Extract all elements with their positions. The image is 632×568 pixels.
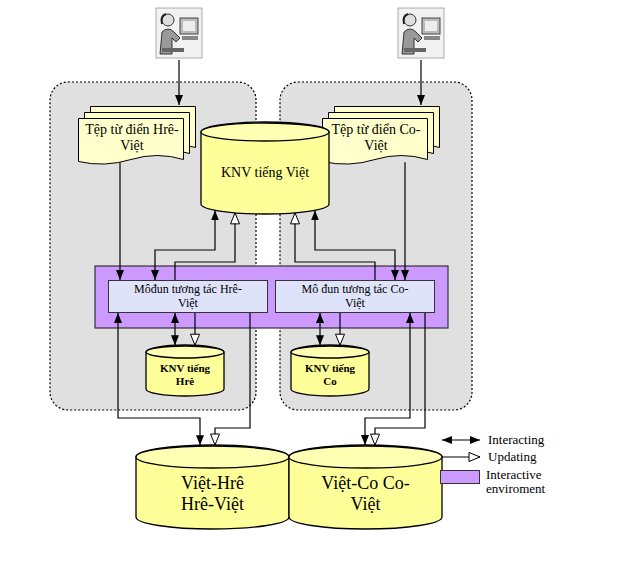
- node-label: KNV tiếng Co: [300, 362, 360, 387]
- legend-sample: [440, 433, 482, 447]
- node-label: Việt-Co Co-Việt: [316, 473, 416, 514]
- legend: InteractingUpdatingInteractive enviromen…: [440, 433, 581, 499]
- legend-sample: [440, 450, 482, 464]
- legend-entry: Interacting: [440, 433, 581, 447]
- user-input-arrow: [420, 60, 421, 105]
- interaction-arrow: [155, 210, 215, 280]
- database-cylinder: Việt-Hrê Hrê-Việt: [135, 445, 290, 530]
- node-label: Môđun tương tác Hrê-Việt: [133, 283, 243, 311]
- database-cylinder: KNV tiếng Co: [290, 345, 370, 397]
- node-label: KNV tiếng Hrê: [155, 362, 215, 387]
- interaction-arrow: [174, 313, 175, 345]
- node-label: Việt-Hrê Hrê-Việt: [163, 473, 263, 514]
- legend-entry: Interactive enviroment: [440, 468, 581, 497]
- legend-swatch: [440, 470, 480, 484]
- update-arrow: [295, 213, 375, 280]
- interaction-arrow: [365, 313, 410, 445]
- update-arrow: [339, 313, 340, 345]
- process-box: Mô đun tương tác Co-Việt: [275, 280, 435, 313]
- user-icon: [398, 8, 444, 58]
- legend-label: Updating: [488, 450, 536, 464]
- user-icon: [156, 8, 202, 58]
- update-arrow: [375, 313, 425, 445]
- interaction-arrow: [119, 162, 120, 280]
- node-label: Tệp từ điển Co-Việt: [329, 122, 423, 154]
- interaction-arrow: [319, 313, 320, 345]
- node-label: Mô đun tương tác Co-Việt: [295, 283, 415, 311]
- legend-entry: Updating: [440, 450, 581, 464]
- update-arrow: [194, 313, 195, 345]
- user-input-arrow: [178, 60, 179, 105]
- interaction-arrow: [315, 210, 395, 280]
- database-cylinder: Việt-Co Co-Việt: [288, 445, 443, 530]
- node-label: KNV tiếng Việt: [221, 165, 309, 181]
- dictionary-file: Tệp từ điển Hrê-Việt: [78, 106, 196, 166]
- node-label: Tệp từ điển Hrê-Việt: [85, 122, 179, 154]
- update-arrow: [175, 213, 235, 280]
- database-cylinder: KNV tiếng Hrê: [145, 345, 225, 397]
- legend-label: Interactive enviroment: [486, 468, 581, 497]
- dictionary-file: Tệp từ điển Co-Việt: [322, 106, 440, 166]
- interaction-arrow: [404, 162, 405, 280]
- database-cylinder: KNV tiếng Việt: [200, 122, 330, 215]
- process-box: Môđun tương tác Hrê-Việt: [108, 280, 268, 313]
- legend-label: Interacting: [488, 433, 544, 447]
